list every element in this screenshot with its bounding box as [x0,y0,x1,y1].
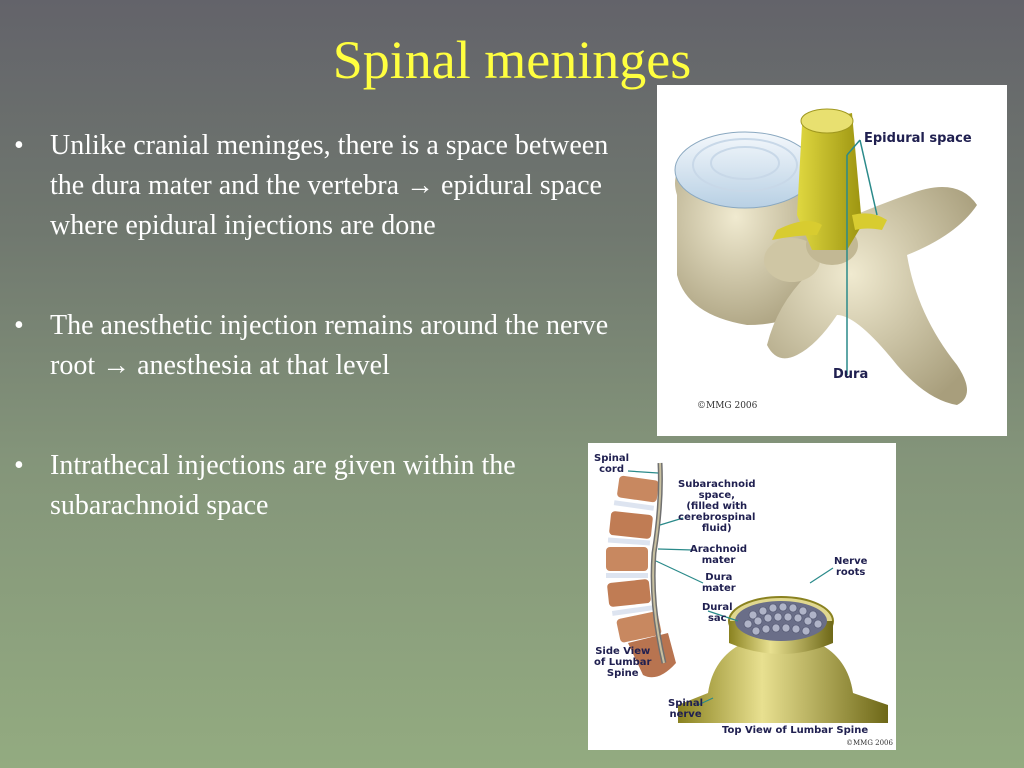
spinal-nerve-label: Spinal nerve [668,698,704,720]
dura-label: Dura [833,367,869,382]
bullet-item: • The anesthetic injection remains aroun… [10,306,610,386]
bullet-marker: • [14,130,24,161]
epidural-space-label: Epidural space [864,131,972,146]
subarachnoid-space-label: Subarachnoid space, (filled with cerebro… [678,479,756,534]
bullet-text: Intrathecal injections are given within … [50,450,516,521]
copyright-label: ©MMG 2006 [846,739,893,747]
bullet-marker: • [14,310,24,341]
lumbar-spine-illustration [606,462,888,723]
spinal-cord-label: Spinal cord [594,453,630,475]
bullet-marker: • [14,450,24,481]
nerve-roots-label: Nerve roots [834,556,868,578]
top-view-label: Top View of Lumbar Spine [722,725,869,736]
dural-sac-label: Dural sac [702,602,733,624]
slide-title: Spinal meninges [332,30,692,90]
vertebra-illustration [674,108,977,405]
copyright-label: ©MMG 2006 [697,401,758,411]
bullet-text: Unlike cranial meninges, there is a spac… [50,130,609,241]
bullet-list: • Unlike cranial meninges, there is a sp… [10,126,610,586]
side-view-spine [606,462,676,678]
top-view-dural-sac [678,596,888,723]
dura-mater-label: Dura mater [702,572,736,594]
bullet-item: • Intrathecal injections are given withi… [10,446,610,526]
bullet-item: • Unlike cranial meninges, there is a sp… [10,126,610,246]
side-view-label: Side View of Lumbar Spine [594,646,652,679]
arachnoid-mater-label: Arachnoid mater [690,544,748,566]
lumbar-spine-figure: Spinal cord Subarachnoid space, (filled … [588,443,896,750]
bullet-text: The anesthetic injection remains around … [50,310,609,381]
vertebra-figure: Epidural space Dura ©MMG 2006 [657,85,1007,436]
